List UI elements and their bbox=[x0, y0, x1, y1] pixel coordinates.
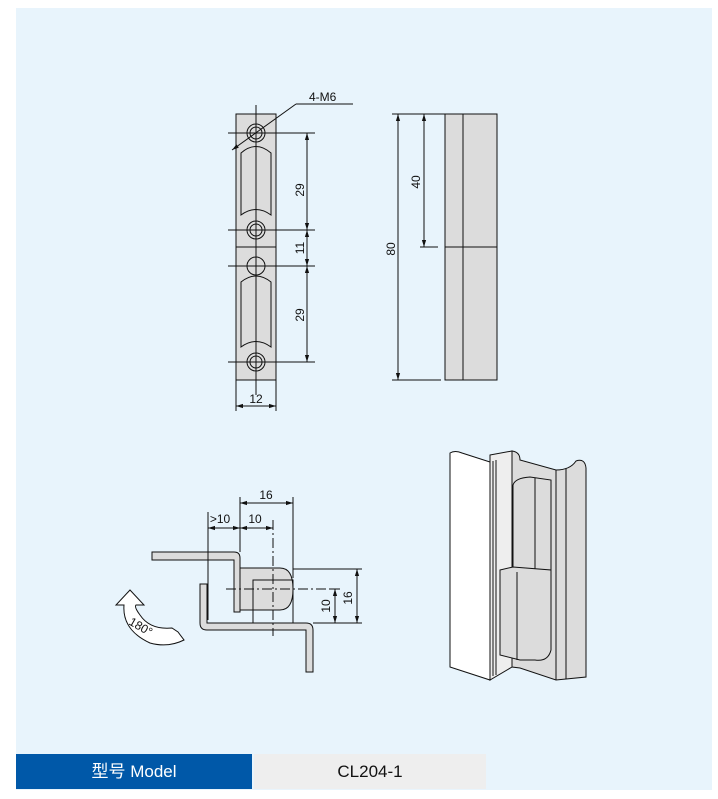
dim-80: 80 bbox=[384, 242, 398, 256]
dim-40: 40 bbox=[409, 175, 423, 189]
dim-gt10: >10 bbox=[210, 512, 231, 526]
dim-16-top: 16 bbox=[259, 488, 273, 502]
front-view bbox=[228, 103, 353, 411]
rotation-arrow-icon bbox=[114, 589, 185, 646]
model-label: 型号 Model bbox=[16, 754, 252, 789]
dim-29-bottom: 29 bbox=[293, 308, 307, 322]
dim-11: 11 bbox=[293, 241, 307, 254]
dim-12: 12 bbox=[249, 392, 263, 406]
dim-10-top: 10 bbox=[248, 512, 262, 526]
model-value: CL204-1 bbox=[254, 754, 486, 789]
callout-thread: 4-M6 bbox=[309, 90, 337, 104]
hinge-3d-view bbox=[449, 450, 587, 681]
drawing-panel bbox=[16, 8, 712, 790]
section-view bbox=[151, 497, 362, 673]
dim-29-top: 29 bbox=[293, 183, 307, 197]
dim-16-right: 16 bbox=[341, 591, 355, 605]
side-view bbox=[392, 113, 498, 381]
dim-10-right: 10 bbox=[319, 599, 333, 613]
